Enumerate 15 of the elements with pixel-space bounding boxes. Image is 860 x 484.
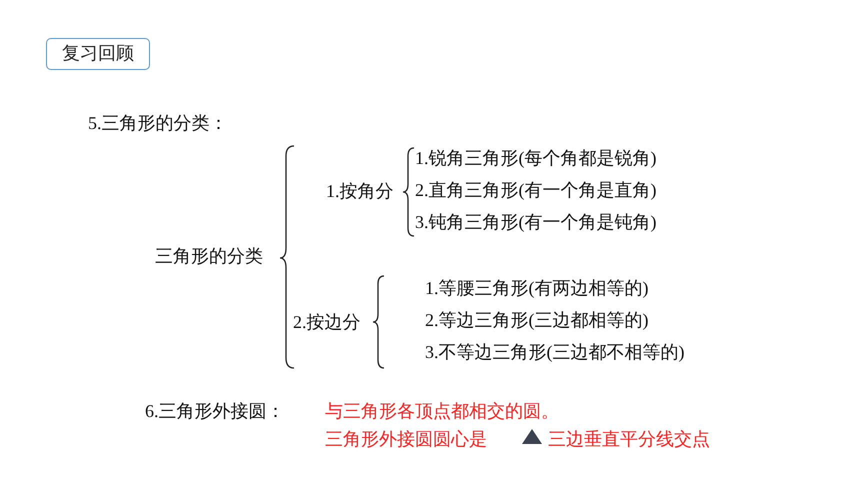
section-heading: 6.三角形外接圆： (145, 400, 284, 422)
leaf-label: 2.直角三角形(有一个角是直角) (415, 179, 656, 201)
definition-text: 三边垂直平分线交点 (548, 428, 710, 450)
heading-tab: 复习回顾 (46, 38, 150, 70)
definition-text: 三角形外接圆圆心是 (325, 428, 487, 450)
leaf-label: 2.等边三角形(三边都相等的) (425, 309, 648, 331)
leaf-label: 3.不等边三角形(三边都不相等的) (425, 341, 684, 363)
category-label: 三角形的分类 (155, 245, 263, 267)
section-heading: 5.三角形的分类： (88, 112, 228, 134)
branch-label: 2.按边分 (293, 311, 360, 333)
leaf-label: 3.钝角三角形(有一个角是钝角) (415, 211, 656, 233)
leaf-label: 1.等腰三角形(有两边相等的) (425, 277, 648, 299)
leaf-label: 1.锐角三角形(每个角都是锐角) (415, 147, 656, 169)
branch-label: 1.按角分 (326, 180, 394, 202)
definition-text: 与三角形各顶点都相交的圆。 (325, 400, 559, 422)
